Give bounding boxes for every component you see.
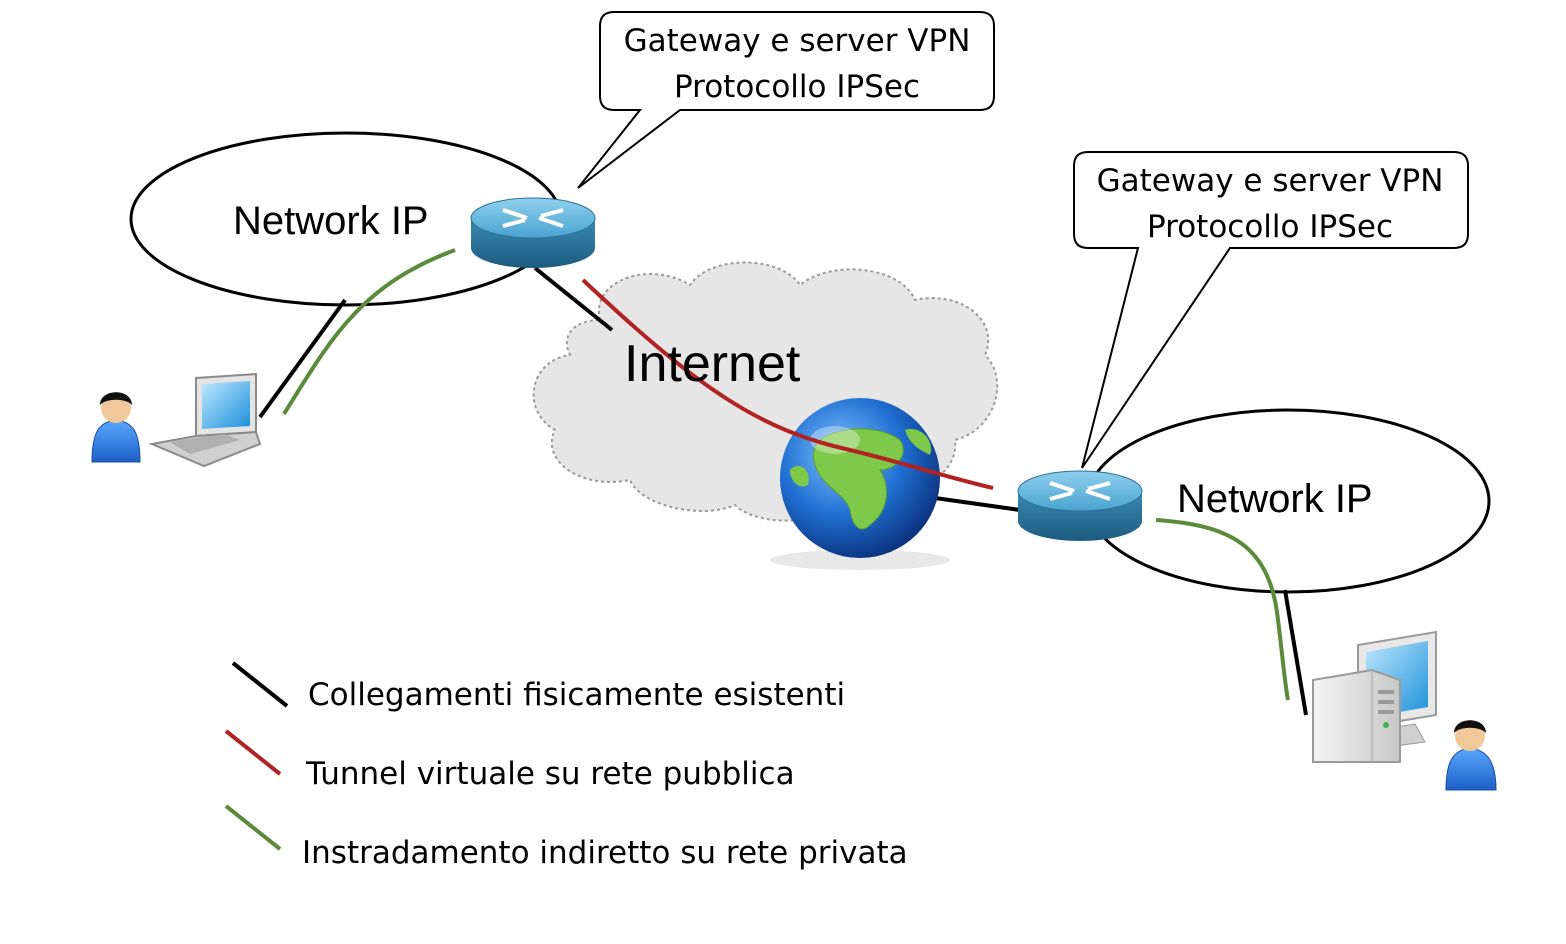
left-user-icon	[91, 392, 141, 463]
laptop-icon	[148, 372, 262, 468]
left-network-label: Network IP	[233, 199, 429, 243]
physical-link-left-router-to-internet	[533, 266, 614, 332]
left-router-icon	[470, 197, 596, 268]
globe-icon	[770, 398, 950, 570]
left-callout-line2: Protocollo IPSec	[674, 69, 920, 105]
legend-private-label: Instradamento indiretto su rete privata	[302, 835, 908, 871]
physical-links	[258, 266, 1308, 716]
right-router-icon	[1017, 470, 1143, 541]
left-callout: Gateway e server VPN Protocollo IPSec	[577, 11, 995, 189]
private-route-left	[282, 248, 456, 416]
physical-link-laptop-to-left-router	[258, 298, 347, 419]
right-callout-line2: Protocollo IPSec	[1147, 209, 1393, 245]
legend: Collegamenti fisicamente esistenti Tunne…	[224, 661, 908, 871]
tunnel-path	[581, 278, 994, 490]
left-callout-line1: Gateway e server VPN	[624, 23, 971, 59]
desktop-computer-icon	[1312, 630, 1437, 763]
legend-physical-swatch	[231, 661, 289, 708]
legend-tunnel-swatch	[224, 729, 282, 776]
internet-label: Internet	[624, 335, 801, 393]
right-callout-line1: Gateway e server VPN	[1097, 163, 1444, 199]
physical-link-globe-to-right-router	[934, 496, 1021, 512]
private-route-right	[1155, 518, 1290, 701]
legend-private-swatch	[224, 804, 282, 851]
right-network-label: Network IP	[1177, 477, 1373, 521]
legend-tunnel-label: Tunnel virtuale su rete pubblica	[305, 756, 795, 792]
right-user-icon	[1445, 720, 1497, 791]
legend-physical-label: Collegamenti fisicamente esistenti	[308, 677, 845, 713]
physical-link-right-network-to-desktop	[1283, 589, 1308, 716]
right-callout: Gateway e server VPN Protocollo IPSec	[1073, 151, 1469, 469]
